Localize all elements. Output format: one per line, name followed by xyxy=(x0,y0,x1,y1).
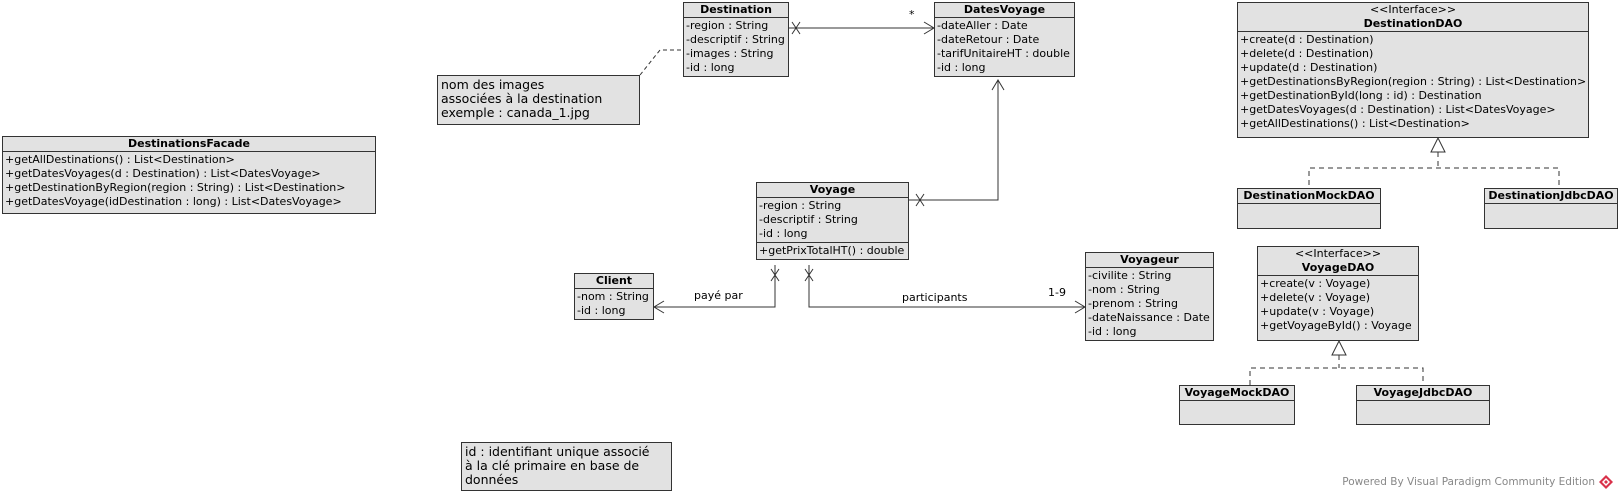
attribute: -id : long xyxy=(1088,325,1137,338)
note-line: associées à la destination xyxy=(441,91,603,106)
realization-destination-dao xyxy=(1308,152,1560,194)
attribute: -id : long xyxy=(577,304,626,317)
attribute: -images : String xyxy=(686,47,774,60)
attribute: -nom : String xyxy=(1088,283,1160,296)
note-line: exemple : canada_1.jpg xyxy=(441,105,590,120)
note-line: données xyxy=(465,472,519,487)
interface-destinationdao[interactable]: <<Interface>> DestinationDAO +create(d :… xyxy=(1237,2,1589,138)
operation: +delete(v : Voyage) xyxy=(1260,291,1371,304)
association-voyage-datesvoyage xyxy=(909,80,999,201)
attribute: -dateAller : Date xyxy=(937,19,1028,32)
stereotype: <<Interface>> xyxy=(1369,3,1457,16)
operation: +getAllDestinations() : List<Destination… xyxy=(5,153,235,166)
multiplicity-1-9: 1-9 xyxy=(1048,286,1066,299)
operation: +update(v : Voyage) xyxy=(1260,305,1375,318)
multiplicity-star: * xyxy=(909,8,915,21)
operation: +getPrixTotalHT() : double xyxy=(759,244,905,257)
association-voyage-voyageur xyxy=(808,265,1085,308)
attribute: -id : long xyxy=(686,61,735,74)
class-name: DestinationsFacade xyxy=(128,137,250,150)
class-client[interactable]: Client -nom : String -id : long xyxy=(574,273,654,320)
operation: +delete(d : Destination) xyxy=(1240,47,1374,60)
note-line: nom des images xyxy=(441,77,545,92)
footer-text: Powered By Visual Paradigm Community Edi… xyxy=(1342,476,1595,488)
cross-destination xyxy=(791,21,801,35)
attribute: -dateNaissance : Date xyxy=(1088,311,1210,324)
footer: Powered By Visual Paradigm Community Edi… xyxy=(1342,475,1613,489)
operation: +update(d : Destination) xyxy=(1240,61,1378,74)
attribute: -descriptif : String xyxy=(686,33,785,46)
operation: +getDestinationById(long : id) : Destina… xyxy=(1240,89,1482,102)
class-name: DatesVoyage xyxy=(963,3,1046,16)
attribute: -id : long xyxy=(937,61,986,74)
operation: +getVoyageById() : Voyage xyxy=(1260,319,1412,332)
operation: +getAllDestinations() : List<Destination… xyxy=(1240,117,1470,130)
class-destinationmockdao[interactable]: DestinationMockDAO xyxy=(1237,188,1381,229)
class-destinationsfacade[interactable]: DestinationsFacade +getAllDestinations()… xyxy=(2,136,376,214)
class-destinationjdbcdao[interactable]: DestinationJdbcDAO xyxy=(1484,188,1618,229)
class-name: DestinationMockDAO xyxy=(1243,189,1375,202)
cross-voyage-client xyxy=(770,268,780,282)
association-label-paye-par: payé par xyxy=(694,289,743,302)
realization-triangle-voyage-dao xyxy=(1331,339,1347,356)
class-name: VoyageDAO xyxy=(1301,261,1375,274)
attribute: -region : String xyxy=(759,199,842,212)
visual-paradigm-logo-icon xyxy=(1599,475,1613,489)
note-images[interactable]: nom des images associées à la destinatio… xyxy=(437,75,640,125)
association-label-participants: participants xyxy=(902,291,968,304)
class-voyagemockdao[interactable]: VoyageMockDAO xyxy=(1179,385,1295,425)
class-name: Voyageur xyxy=(1120,253,1179,266)
attribute: -civilite : String xyxy=(1088,269,1172,282)
class-voyagejdbcdao[interactable]: VoyageJdbcDAO xyxy=(1356,385,1490,425)
association-voyage-client xyxy=(654,265,776,308)
interface-voyagedao[interactable]: <<Interface>> VoyageDAO +create(v : Voya… xyxy=(1257,246,1419,341)
class-name: Client xyxy=(595,274,633,287)
attribute: -tarifUnitaireHT : double xyxy=(937,47,1070,60)
stereotype: <<Interface>> xyxy=(1294,247,1382,260)
operation: +getDestinationsByRegion(region : String… xyxy=(1240,75,1587,88)
class-name: DestinationDAO xyxy=(1363,17,1463,30)
realization-voyage-dao xyxy=(1249,355,1424,385)
operation: +getDatesVoyages(d : Destination) : List… xyxy=(5,167,321,180)
class-name: VoyageJdbcDAO xyxy=(1373,386,1473,399)
class-name: DestinationJdbcDAO xyxy=(1488,189,1614,202)
attribute: -dateRetour : Date xyxy=(937,33,1040,46)
note-id[interactable]: id : identifiant unique associé à la clé… xyxy=(461,442,672,491)
class-datesvoyage[interactable]: DatesVoyage -dateAller : Date -dateRetou… xyxy=(934,2,1075,77)
attribute: -region : String xyxy=(686,19,769,32)
attribute: -prenom : String xyxy=(1088,297,1178,310)
arrowhead-datesvoyage-up xyxy=(991,79,1005,91)
class-voyage[interactable]: Voyage -region : String -descriptif : St… xyxy=(756,182,909,260)
class-name: VoyageMockDAO xyxy=(1184,386,1290,399)
cross-voyage-voyageur xyxy=(804,268,814,282)
operation: +getDatesVoyages(d : Destination) : List… xyxy=(1240,103,1556,116)
operation: +getDatesVoyage(idDestination : long) : … xyxy=(5,195,342,208)
realization-triangle-destination-dao xyxy=(1430,136,1446,153)
operation: +create(v : Voyage) xyxy=(1260,277,1371,290)
operation: +getDestinationByRegion(region : String)… xyxy=(5,181,346,194)
attribute: -nom : String xyxy=(577,290,649,303)
attribute: -id : long xyxy=(759,227,808,240)
class-destination[interactable]: Destination -region : String -descriptif… xyxy=(683,2,789,77)
note-line: à la clé primaire en base de xyxy=(465,458,640,473)
attribute: -descriptif : String xyxy=(759,213,858,226)
class-voyageur[interactable]: Voyageur -civilite : String -nom : Strin… xyxy=(1085,252,1214,341)
class-name: Voyage xyxy=(809,183,856,196)
operation: +create(d : Destination) xyxy=(1240,33,1374,46)
note-line: id : identifiant unique associé xyxy=(465,444,650,459)
class-name: Destination xyxy=(700,3,772,16)
note-anchor-images xyxy=(639,49,684,76)
arrowhead-client xyxy=(653,300,665,314)
cross-voyage-right xyxy=(915,193,925,207)
